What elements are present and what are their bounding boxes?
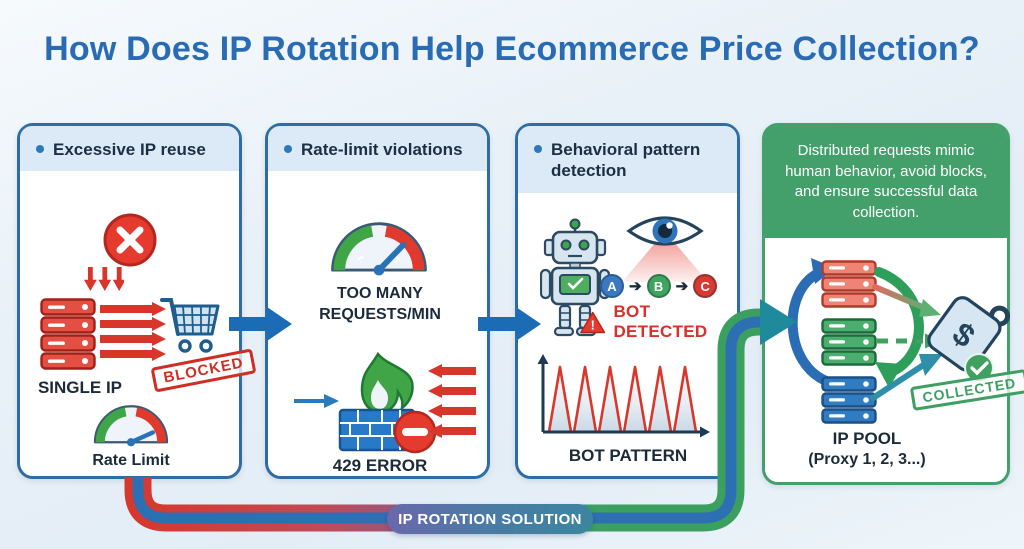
panel3-header-label: Behavioral pattern detection	[551, 140, 701, 181]
server-stack-icon	[821, 318, 877, 366]
bullet-icon	[284, 145, 292, 153]
x-circle-icon	[103, 213, 157, 267]
panel-rate-limit-violations: Rate-limit violations TOO MANY REQUESTS/…	[265, 123, 490, 479]
down-arrows-icon	[84, 267, 124, 292]
too-many-requests-label: TOO MANY REQUESTS/MIN	[319, 285, 441, 323]
single-ip-label: SINGLE IP	[37, 378, 123, 397]
price-tag-icon: $	[927, 296, 1011, 383]
panel-behavioral-pattern-detection: Behavioral pattern detection	[515, 123, 740, 479]
step-c-icon: C	[693, 274, 718, 298]
spike-chart-icon	[537, 354, 710, 438]
page-title: How Does IP Rotation Help Ecommerce Pric…	[44, 30, 980, 68]
abc-sequence: A ➔ B ➔ C	[600, 274, 718, 298]
step-a-icon: A	[600, 274, 624, 298]
panel-ip-rotation-solution: Distributed requests mimic human behavio…	[762, 123, 1024, 485]
panel2-header: Rate-limit violations	[268, 126, 487, 172]
panel2-header-label: Rate-limit violations	[301, 140, 463, 159]
panel4-header: Distributed requests mimic human behavio…	[765, 126, 1007, 238]
panel1-header: Excessive IP reuse	[20, 126, 239, 172]
ip-pool-label: IP POOL (Proxy 1, 2, 3...)	[808, 429, 926, 469]
teal-arrow-icon	[870, 354, 943, 401]
svg-text:!: !	[591, 317, 595, 332]
gradient-arrow-icon	[872, 284, 941, 317]
arrow-right-icon: ➔	[675, 278, 689, 295]
bot-detected-row: ! BOT DETECTED	[580, 302, 737, 342]
gauge-icon	[93, 405, 169, 447]
panel3-header: Behavioral pattern detection	[518, 126, 737, 193]
cart-icon	[160, 298, 220, 353]
warning-triangle-icon: !	[580, 311, 606, 333]
server-stack-icon	[821, 260, 877, 308]
arrow-right-icon: ➔	[629, 278, 642, 295]
firewall-flame-icon	[338, 352, 437, 454]
step-b-icon: B	[646, 274, 671, 298]
bot-pattern-label: BOT PATTERN	[568, 446, 688, 465]
ip-rotation-solution-badge: IP ROTATION SOLUTION	[387, 504, 593, 534]
panel-excessive-ip-reuse: Excessive IP reuse	[17, 123, 257, 479]
bullet-icon	[36, 145, 44, 153]
bot-detected-label: BOT DETECTED	[613, 302, 708, 341]
gauge-icon	[331, 222, 427, 276]
bullet-icon	[534, 145, 542, 153]
server-stack-icon	[40, 298, 96, 370]
bounce-arrows-icon	[428, 364, 476, 438]
rate-limit-label: Rate Limit	[92, 452, 170, 469]
eye-icon	[622, 216, 708, 282]
server-stack-icon	[821, 376, 877, 424]
cycle-arrow-icon	[874, 267, 924, 388]
request-arrow-icon	[294, 394, 339, 408]
flow-arrow-icon	[478, 307, 542, 341]
error-429-label: 429 ERROR	[332, 456, 428, 475]
panel1-header-label: Excessive IP reuse	[53, 140, 206, 159]
flow-arrow-icon	[229, 307, 293, 341]
